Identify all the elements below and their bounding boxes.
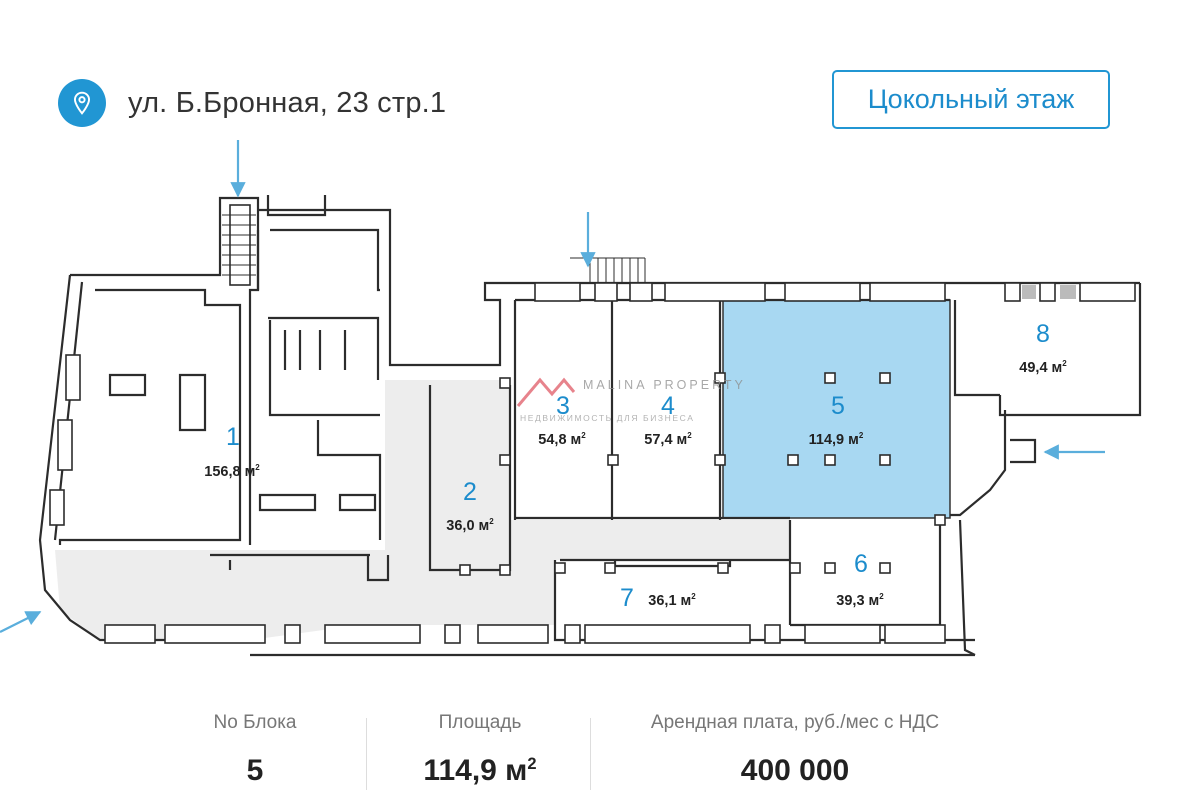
address-text: ул. Б.Бронная, 23 стр.1 xyxy=(128,86,447,119)
floor-selector-button[interactable]: Цокольный этаж xyxy=(832,70,1110,129)
hatch-vents xyxy=(1022,285,1076,299)
block-labels: 1 156,8 м2 2 36,0 м2 3 54,8 м2 4 57,4 м2 5 114,9 … xyxy=(204,320,1067,612)
brand-logo-icon xyxy=(516,377,576,407)
block-info-panel: No Блока 5 Площадь 114,9 м2 Арендная пла… xyxy=(0,712,1200,800)
block-2-area: 36,0 м2 xyxy=(446,517,494,534)
block-5-area: 114,9 м2 xyxy=(809,431,864,448)
block-7-number[interactable]: 7 xyxy=(620,584,634,612)
area-column: Площадь 114,9 м2 xyxy=(380,712,580,788)
staircases xyxy=(222,214,646,283)
address-bar: ул. Б.Бронная, 23 стр.1 xyxy=(58,79,446,127)
block-2-number[interactable]: 2 xyxy=(463,478,477,506)
block-number-value: 5 xyxy=(246,754,264,787)
area-value-sup: 2 xyxy=(527,755,537,773)
corridor xyxy=(55,380,790,640)
block-3-area: 54,8 м2 xyxy=(538,431,586,448)
block-7-area: 36,1 м2 xyxy=(648,592,696,609)
block-8-area: 49,4 м2 xyxy=(1019,359,1067,376)
block-6-area: 39,3 м2 xyxy=(836,592,884,609)
map-pin-icon xyxy=(58,79,106,127)
watermark: MALINA PROPERTY НЕДВИЖИМОСТЬ ДЛЯ БИЗНЕСА xyxy=(516,377,746,423)
block-1-number[interactable]: 1 xyxy=(226,423,240,451)
block-4-area: 57,4 м2 xyxy=(644,431,692,448)
divider xyxy=(366,718,367,790)
block-5-area[interactable] xyxy=(722,299,951,519)
block-number-label: No Блока xyxy=(213,712,297,733)
watermark-brand: MALINA PROPERTY xyxy=(583,378,746,392)
entrance-arrow-bottom-left xyxy=(0,611,42,633)
area-value-text: 114,9 м xyxy=(423,754,528,787)
block-6-number[interactable]: 6 xyxy=(854,550,868,578)
area-label: Площадь xyxy=(438,712,522,733)
columns xyxy=(459,372,946,576)
rent-label: Арендная плата, руб./мес с НДС xyxy=(650,712,940,733)
block-3-number[interactable]: 3 xyxy=(556,392,570,420)
floor-plan: MALINA PROPERTY НЕДВИЖИМОСТЬ ДЛЯ БИЗНЕСА… xyxy=(0,140,1142,657)
block-4-number[interactable]: 4 xyxy=(661,392,675,420)
watermark-tagline: НЕДВИЖИМОСТЬ ДЛЯ БИЗНЕСА xyxy=(520,413,694,423)
divider xyxy=(590,718,591,790)
rent-column: Арендная плата, руб./мес с НДС 400 000 xyxy=(610,712,980,788)
block-8-number[interactable]: 8 xyxy=(1036,320,1050,348)
block-number-column: No Блока 5 xyxy=(165,712,345,788)
rent-value: 400 000 xyxy=(740,754,850,787)
block-5-number[interactable]: 5 xyxy=(831,392,845,420)
area-value: 114,9 м2 xyxy=(380,754,580,788)
block-1-area: 156,8 м2 xyxy=(204,463,260,480)
entrance-arrows xyxy=(0,140,1105,633)
